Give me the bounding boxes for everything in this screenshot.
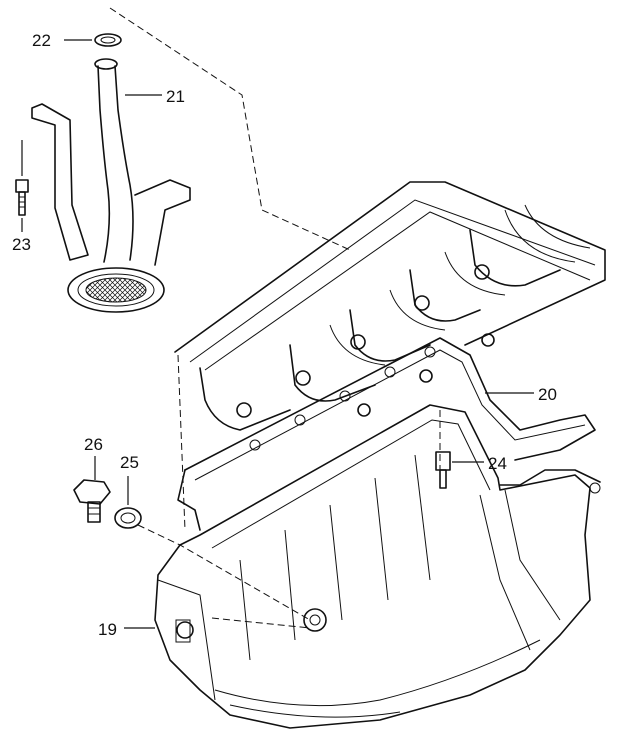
- callout-20: 20: [538, 385, 557, 404]
- engine-block: [174, 181, 606, 431]
- leader-lines: [21, 39, 534, 629]
- pickup-o-ring: [94, 33, 122, 47]
- drain-plug: [73, 479, 111, 523]
- bracket-bolt: [15, 179, 29, 216]
- callout-24: 24: [488, 454, 507, 473]
- oil-pickup-tube: [31, 58, 191, 313]
- callout-labels: 22 21 23 20 24 25 26 19: [12, 31, 557, 639]
- pan-bolt: [435, 451, 451, 489]
- alignment-dashes: [109, 7, 441, 629]
- callout-22: 22: [32, 31, 51, 50]
- oil-pan-gasket: [177, 337, 596, 531]
- callout-21: 21: [166, 87, 185, 106]
- callout-19: 19: [98, 620, 117, 639]
- callout-26: 26: [84, 435, 103, 454]
- callout-23: 23: [12, 235, 31, 254]
- callout-25: 25: [120, 453, 139, 472]
- drain-plug-washer: [114, 507, 142, 529]
- oil-pan: [154, 404, 601, 729]
